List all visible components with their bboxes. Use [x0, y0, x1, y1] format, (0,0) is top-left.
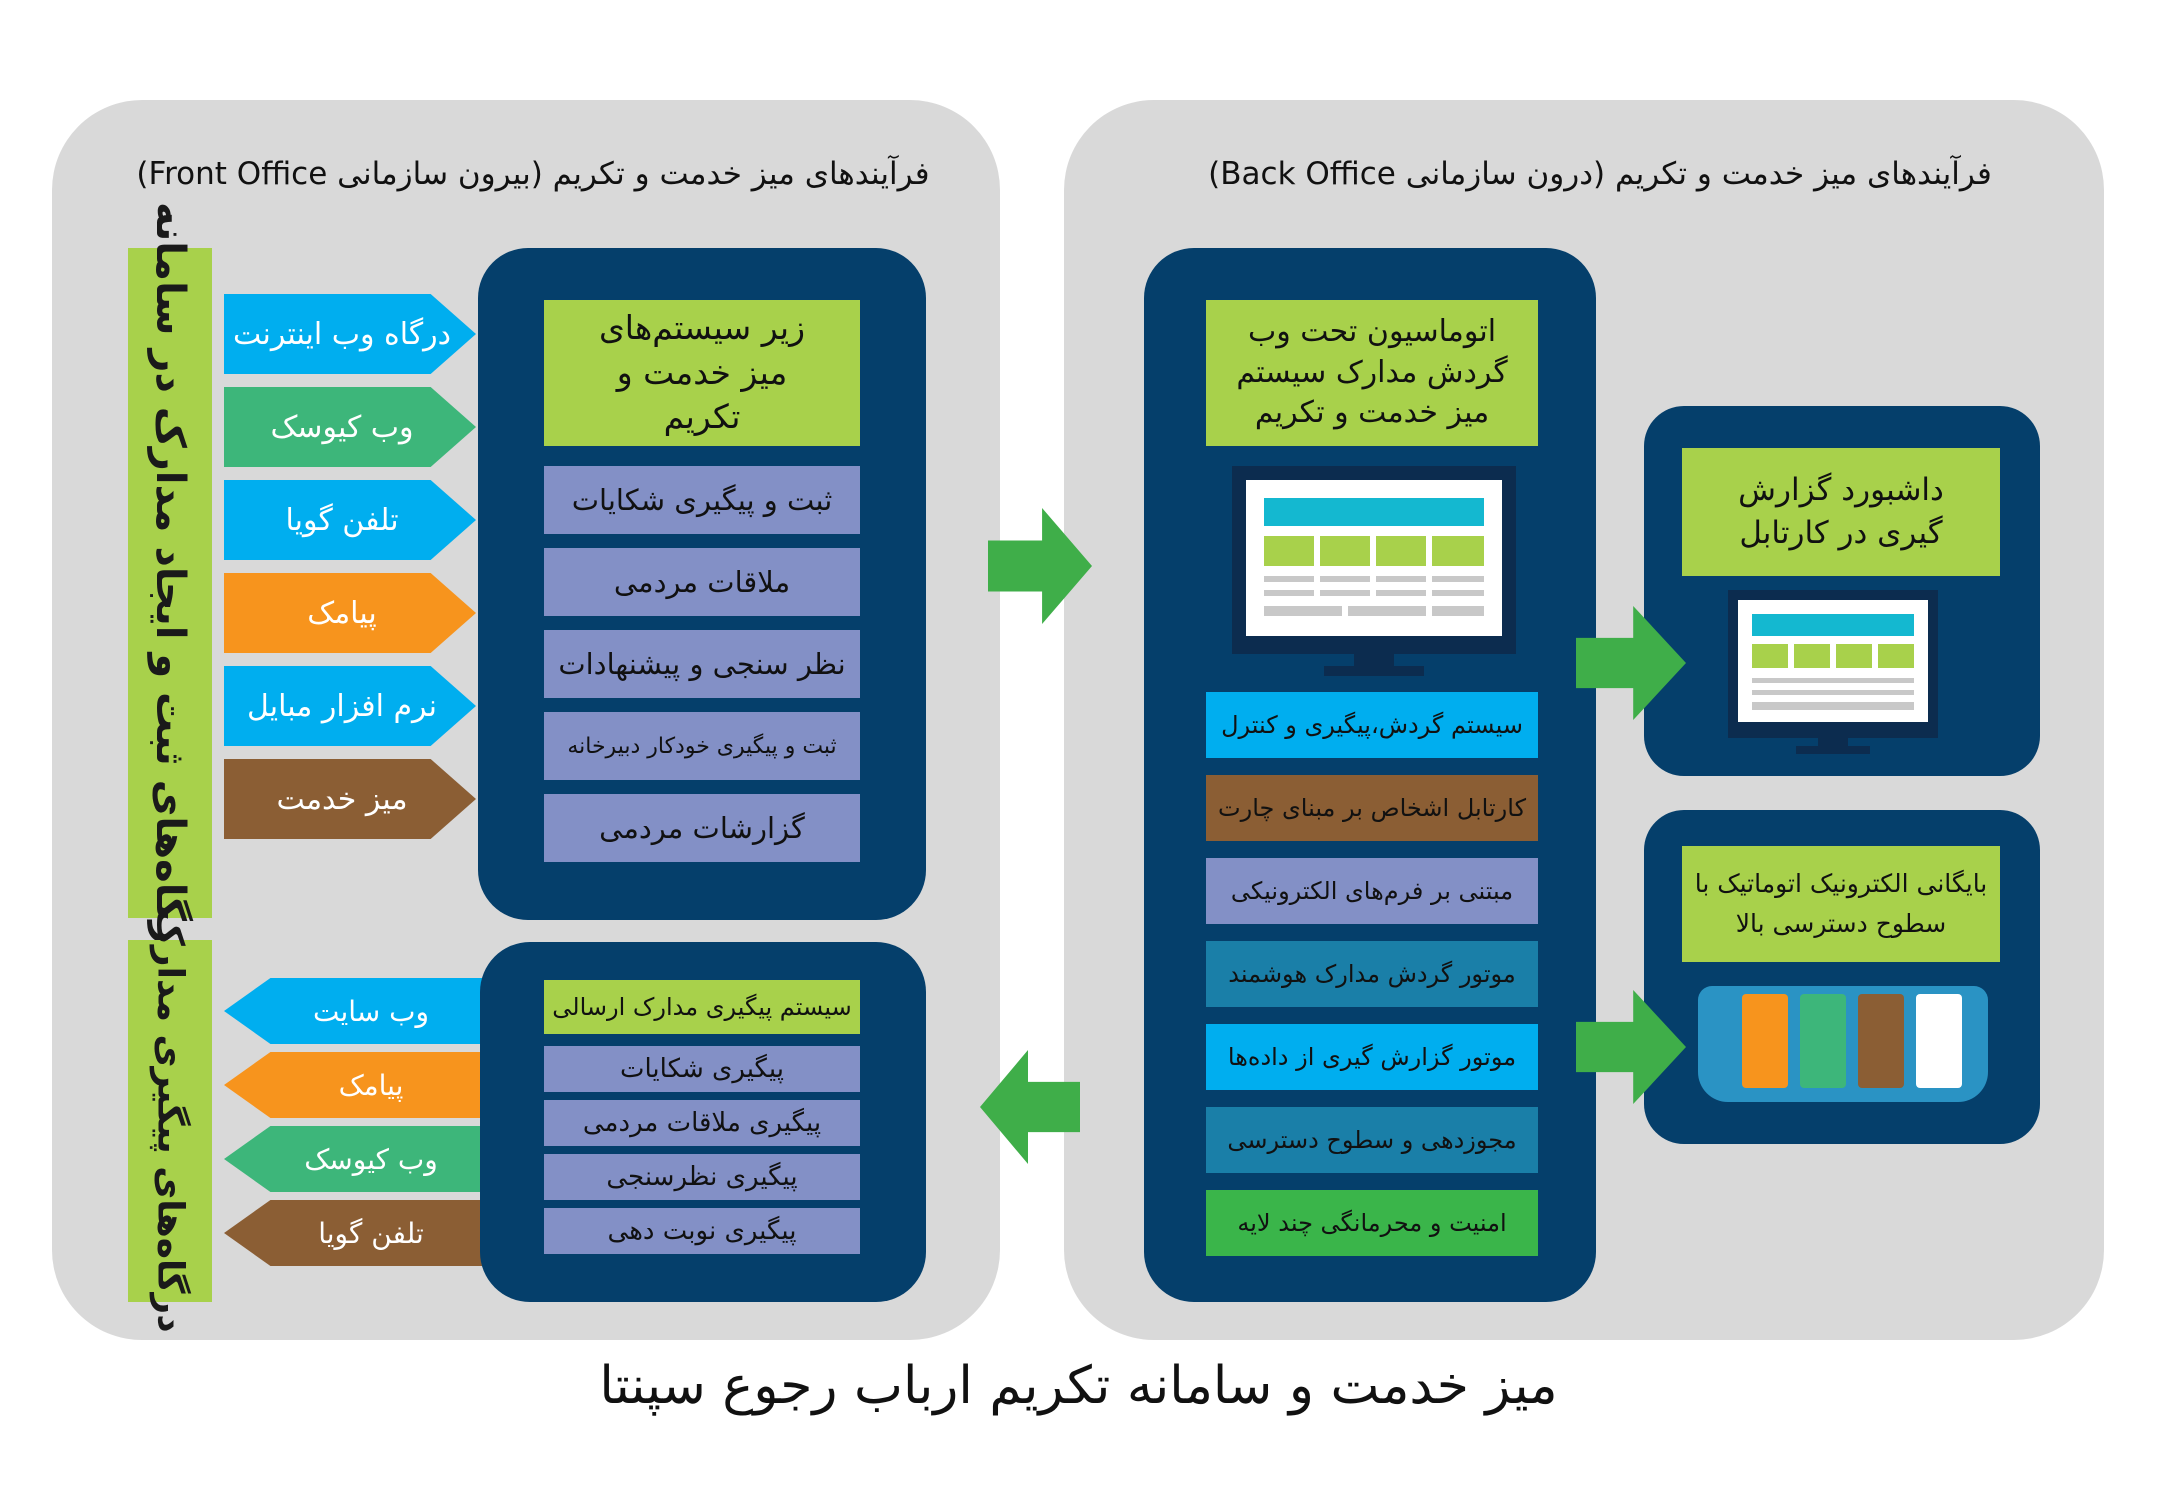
main-title: میز خدمت و سامانه تکریم ارباب رجوع سپنتا	[599, 1356, 1558, 1416]
subsystems-header: زیر سیستم‌های میز خدمت و تکریم	[544, 300, 860, 446]
binder-icon	[1698, 986, 1988, 1102]
archive-header: بایگانی الکترونیک اتوماتیک با سطوح دسترس…	[1682, 846, 2000, 962]
subsystem-item: نظر سنجی و پیشنهادات	[544, 630, 860, 698]
tracking-channel: وب سایت	[224, 978, 482, 1044]
dashboard-monitor-icon	[1728, 590, 1938, 760]
register-channel: درگاه وب اینترنت	[224, 294, 476, 374]
subsystem-item: ثبت و پیگیری خودکار دبیرخانه	[544, 712, 860, 780]
binder-spine	[1916, 994, 1962, 1088]
subsystem-item: ثبت و پیگیری شکایات	[544, 466, 860, 534]
tracking-item: پیگیری شکایات	[544, 1046, 860, 1092]
tracking-item: پیگیری ملاقات مردمی	[544, 1100, 860, 1146]
tracking-portals-bar: درگاه‌های پیگیری مدارک	[128, 909, 212, 1333]
tracking-header: سیستم پیگیری مدارک ارسالی	[544, 980, 860, 1034]
feature-item: مبتنی بر فرم‌های الکترونیکی	[1206, 858, 1538, 924]
tracking-channel: وب کیوسک	[224, 1126, 482, 1192]
register-channel: نرم افزار مبایل	[224, 666, 476, 746]
register-portals-bar: درگاه‌های ثبت و ایجاد مدارک در سامانه	[128, 202, 212, 964]
binder-spine	[1858, 994, 1904, 1088]
front-office-title: فرآیندهای میز خدمت و تکریم (بیرون سازمان…	[136, 156, 930, 192]
feature-item: مجوزدهی و سطوح دسترسی	[1206, 1107, 1538, 1173]
register-channel: وب کیوسک	[224, 387, 476, 467]
subsystem-item: ملاقات مردمی	[544, 548, 860, 616]
feature-item: کارتابل اشخاص بر مبنای چارت	[1206, 775, 1538, 841]
feature-item: امنیت و محرمانگی چند لایه	[1206, 1190, 1538, 1256]
binder-spine	[1800, 994, 1846, 1088]
dashboard-header: داشبورد گزارش گیری در کارتابل	[1682, 448, 2000, 576]
feature-item: سیستم گردش،پیگیری و کنترل	[1206, 692, 1538, 758]
tracking-portals-label: درگاه‌های پیگیری مدارک	[149, 909, 191, 1333]
tracking-channel: تلفن گویا	[224, 1200, 482, 1266]
register-channel: تلفن گویا	[224, 480, 476, 560]
subsystem-item: گزارشات مردمی	[544, 794, 860, 862]
feature-item: موتور گزارش گیری از داده‌ها	[1206, 1024, 1538, 1090]
register-portals-label: درگاه‌های ثبت و ایجاد مدارک در سامانه	[147, 201, 193, 965]
binder-spine	[1742, 994, 1788, 1088]
tracking-item: پیگیری نظرسنجی	[544, 1154, 860, 1200]
monitor-icon	[1232, 466, 1516, 678]
tracking-item: پیگیری نوبت دهی	[544, 1208, 860, 1254]
feature-item: موتور گردش مدارک هوشمند	[1206, 941, 1538, 1007]
tracking-channel: پیامک	[224, 1052, 482, 1118]
register-channel: میز خدمت	[224, 759, 476, 839]
back-office-title: فرآیندهای میز خدمت و تکریم (درون سازمانی…	[1208, 156, 1992, 192]
register-channel: پیامک	[224, 573, 476, 653]
automation-header: اتوماسیون تحت وب گردش مدارک سیستم میز خد…	[1206, 300, 1538, 446]
